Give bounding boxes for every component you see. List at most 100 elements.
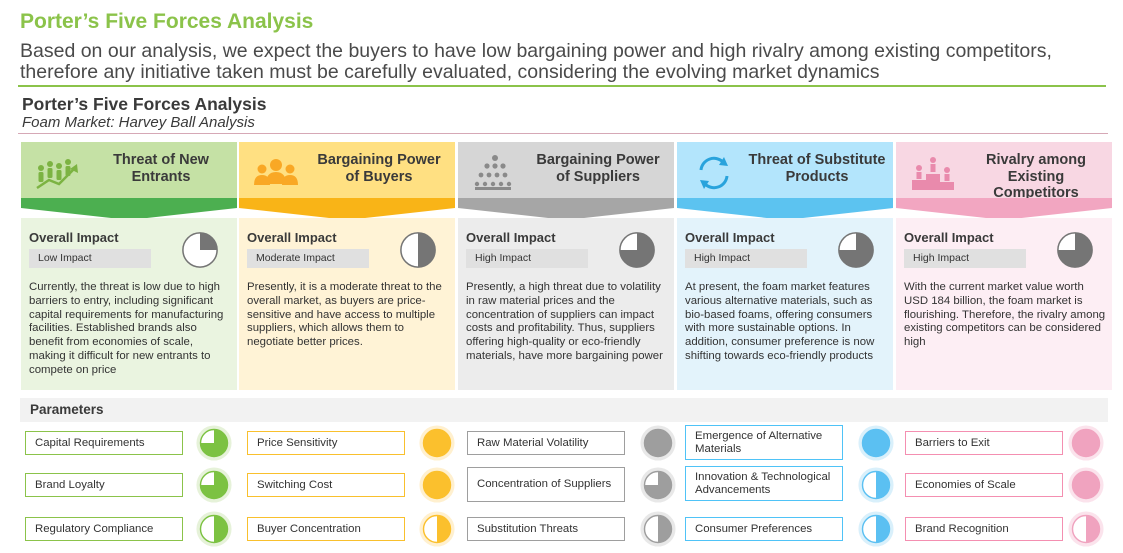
- parameter-harvey-ball-icon: [196, 511, 232, 547]
- parameter-harvey-ball-icon: [196, 425, 232, 461]
- page-title: Porter’s Five Forces Analysis: [20, 10, 314, 33]
- force-header: Rivalry among Existing Competitors: [896, 142, 1112, 206]
- force-description: At present, the foam market features var…: [685, 281, 875, 362]
- title-divider: [18, 85, 1106, 87]
- parameter-box: Regulatory Compliance: [25, 517, 183, 541]
- force-body: Overall Impact High Impact With the curr…: [896, 218, 1112, 390]
- header-chevron: [896, 198, 1112, 220]
- parameter-harvey-ball-icon: [1068, 425, 1104, 461]
- supplier-network-icon: [474, 155, 512, 190]
- parameter-harvey-ball-icon: [196, 467, 232, 503]
- parameter-box: Economies of Scale: [905, 473, 1063, 497]
- harvey-ball-fill: [1057, 232, 1093, 268]
- header-chevron: [21, 198, 237, 220]
- parameter-box: Brand Loyalty: [25, 473, 183, 497]
- growth-people-icon: [36, 159, 78, 190]
- section-divider: [18, 133, 1108, 134]
- cycle-arrows-icon: [699, 156, 729, 190]
- parameter-box: Capital Requirements: [25, 431, 183, 455]
- force-description: With the current market value worth USD …: [904, 281, 1106, 349]
- impact-badge: High Impact: [685, 249, 807, 268]
- impact-badge: High Impact: [466, 249, 588, 268]
- force-description: Presently, it is a moderate threat to th…: [247, 281, 442, 349]
- parameter-box: Buyer Concentration: [247, 517, 405, 541]
- parameter-box: Consumer Preferences: [685, 517, 843, 541]
- parameter-harvey-ball-icon: [419, 511, 455, 547]
- section-title: Porter’s Five Forces Analysis: [22, 94, 267, 114]
- harvey-ball-fill: [619, 232, 655, 268]
- force-column-buyers: Bargaining Power of Buyers Overall Impac…: [239, 142, 455, 390]
- parameter-box: Price Sensitivity: [247, 431, 405, 455]
- header-chevron: [239, 198, 455, 220]
- harvey-ball-fill: [200, 429, 228, 457]
- parameter-box: Substitution Threats: [467, 517, 625, 541]
- parameter-box: Brand Recognition: [905, 517, 1063, 541]
- force-column-new-entrants: Threat of New Entrants Overall Impact Lo…: [21, 142, 237, 390]
- parameter-box: Switching Cost: [247, 473, 405, 497]
- force-header: Bargaining Power of Buyers: [239, 142, 455, 206]
- parameters-header: Parameters: [20, 398, 1108, 422]
- force-title: Threat of Substitute Products: [748, 152, 886, 185]
- parameter-harvey-ball-icon: [1068, 511, 1104, 547]
- harvey-ball-icon: [619, 232, 655, 268]
- page-subtitle: Based on our analysis, we expect the buy…: [20, 40, 1052, 83]
- force-header: Bargaining Power of Suppliers: [458, 142, 674, 206]
- harvey-ball-fill: [1072, 429, 1100, 457]
- parameter-box: Raw Material Volatility: [467, 431, 625, 455]
- force-column-substitutes: Threat of Substitute Products Overall Im…: [677, 142, 893, 390]
- harvey-ball-fill: [876, 471, 890, 499]
- harvey-ball-fill: [214, 515, 228, 543]
- harvey-ball-fill: [838, 232, 874, 268]
- harvey-ball-fill: [658, 515, 672, 543]
- harvey-ball-icon: [1057, 232, 1093, 268]
- parameter-harvey-ball-icon: [858, 467, 894, 503]
- header-chevron: [677, 198, 893, 220]
- harvey-ball-fill: [437, 515, 451, 543]
- harvey-ball-fill: [1072, 471, 1100, 499]
- parameters-label: Parameters: [30, 402, 104, 417]
- force-body: Overall Impact High Impact At present, t…: [677, 218, 893, 390]
- force-title: Bargaining Power of Suppliers: [536, 152, 660, 185]
- force-title: Rivalry among Existing Competitors: [986, 152, 1086, 201]
- overall-impact-label: Overall Impact: [685, 230, 775, 245]
- overall-impact-label: Overall Impact: [247, 230, 337, 245]
- harvey-ball-fill: [200, 232, 218, 250]
- force-header: Threat of Substitute Products: [677, 142, 893, 206]
- parameter-harvey-ball-icon: [419, 467, 455, 503]
- harvey-ball-fill: [862, 429, 890, 457]
- parameter-box: Emergence of Alternative Materials: [685, 425, 843, 460]
- impact-badge: Low Impact: [29, 249, 151, 268]
- parameter-harvey-ball-icon: [1068, 467, 1104, 503]
- impact-badge: High Impact: [904, 249, 1026, 268]
- force-column-rivalry: Rivalry among Existing Competitors Overa…: [896, 142, 1112, 390]
- customer-group-icon: [254, 159, 298, 185]
- harvey-ball-fill: [644, 429, 672, 457]
- header-chevron: [458, 198, 674, 220]
- force-body: Overall Impact Moderate Impact Presently…: [239, 218, 455, 390]
- podium-icon: [912, 157, 954, 190]
- harvey-ball-fill: [644, 471, 672, 499]
- parameter-box: Concentration of Suppliers: [467, 467, 625, 502]
- harvey-ball-fill: [423, 429, 451, 457]
- parameter-harvey-ball-icon: [640, 511, 676, 547]
- harvey-ball-fill: [423, 471, 451, 499]
- parameter-harvey-ball-icon: [419, 425, 455, 461]
- force-column-suppliers: Bargaining Power of Suppliers Overall Im…: [458, 142, 674, 390]
- parameter-box: Barriers to Exit: [905, 431, 1063, 455]
- parameter-harvey-ball-icon: [640, 425, 676, 461]
- harvey-ball-icon: [838, 232, 874, 268]
- overall-impact-label: Overall Impact: [29, 230, 119, 245]
- harvey-ball-fill: [1086, 515, 1100, 543]
- force-description: Presently, a high threat due to volatili…: [466, 281, 663, 362]
- force-title: Bargaining Power of Buyers: [317, 152, 441, 185]
- force-title: Threat of New Entrants: [113, 152, 209, 185]
- parameter-harvey-ball-icon: [640, 467, 676, 503]
- force-body: Overall Impact High Impact Presently, a …: [458, 218, 674, 390]
- section-subtitle: Foam Market: Harvey Ball Analysis: [22, 114, 255, 131]
- force-description: Currently, the threat is low due to high…: [29, 281, 224, 376]
- overall-impact-label: Overall Impact: [904, 230, 994, 245]
- harvey-ball-icon: [182, 232, 218, 268]
- parameter-box: Innovation & Technological Advancements: [685, 466, 843, 501]
- parameter-harvey-ball-icon: [858, 511, 894, 547]
- harvey-ball-fill: [876, 515, 890, 543]
